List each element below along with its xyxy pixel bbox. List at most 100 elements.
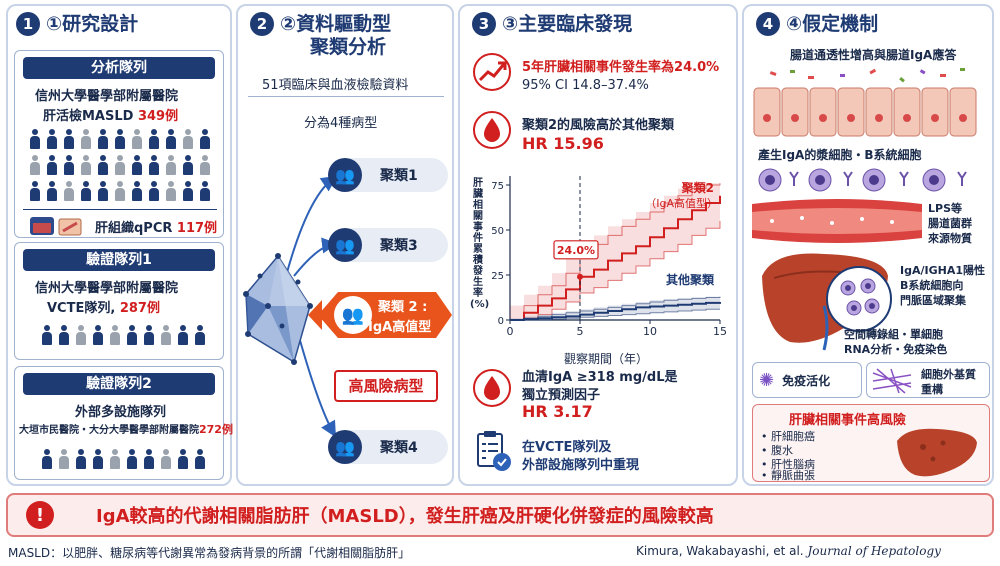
validation-cohort-1-box: 驗證隊列1 信州大學醫學部附屬醫院 VCTE隊列, 287例 <box>14 242 224 360</box>
person-icon <box>97 181 109 201</box>
validation-1-hospital: 信州大學醫學部附屬醫院 <box>35 281 179 296</box>
step-number: 3 <box>472 12 496 36</box>
person-icon <box>148 155 160 175</box>
person-icon <box>46 129 58 149</box>
person-icon <box>46 155 58 175</box>
person-icon <box>165 181 177 201</box>
analysis-count: 349例 <box>137 109 179 124</box>
high-risk-label: 高風險病型 <box>334 370 438 402</box>
person-icon <box>114 129 126 149</box>
lps-label-3: 來源物質 <box>928 232 972 245</box>
fiber-icon <box>872 368 912 394</box>
b-cell-label-3: 門脈區域聚集 <box>900 294 966 307</box>
y-tick-label: 0 <box>498 316 504 327</box>
step-number: 1 <box>16 12 40 36</box>
series-label: 其他聚類 <box>666 272 715 287</box>
validation-cohort-2-box: 驗證隊列2 外部多設施隊列 大垣市民醫院・大分大學醫學部附屬醫院272例 <box>14 366 233 480</box>
finding-4-text: 在VCTE隊列及 <box>522 440 612 455</box>
group-icon: 👥 <box>328 228 362 262</box>
person-icon <box>131 155 143 175</box>
person-icon <box>46 181 58 201</box>
risk-item: • 腹水 <box>761 444 793 457</box>
finding-2-hr: HR 15.96 <box>522 134 604 153</box>
people-row-val2 <box>41 449 206 469</box>
person-icon <box>182 181 194 201</box>
panel-title: ④假定機制 <box>786 13 879 35</box>
person-icon <box>131 181 143 201</box>
finding-2-text: 聚類2的風險高於其他聚類 <box>522 118 675 133</box>
person-icon <box>97 155 109 175</box>
checklist-icon <box>477 431 511 471</box>
crystal-icon <box>243 253 313 365</box>
cluster-3-pill: 👥聚類3 <box>328 228 448 262</box>
mechanism-step-2: 產生IgA的漿細胞・B系統細胞 <box>758 148 922 162</box>
y-tick-label: 75 <box>491 181 504 192</box>
panel-title: ②資料驅動型 <box>280 13 392 35</box>
ci-upper-0 <box>510 183 721 321</box>
x-tick-label: 0 <box>507 325 514 338</box>
person-icon <box>148 129 160 149</box>
series-label: 聚類2 <box>681 180 714 195</box>
methods-label: 空間轉錄組・單細胞 <box>844 328 943 341</box>
marker-label: 24.0% <box>557 244 595 257</box>
person-icon <box>126 449 138 469</box>
person-icon <box>92 449 104 469</box>
blood-drop-icon <box>473 111 511 149</box>
ci-lower-1 <box>510 308 720 321</box>
blood-vessel-graphic <box>752 199 922 243</box>
person-icon <box>80 155 92 175</box>
ecm-label-2: 重構 <box>921 383 943 396</box>
analysis-hospital: 信州大學醫學部附屬醫院 <box>35 89 179 104</box>
validation-1-desc: VCTE隊列, 287例 <box>47 301 160 316</box>
person-icon <box>199 129 211 149</box>
plasma-cells-graphic <box>758 168 967 192</box>
cluster-2-sublabel: IgA高值型 <box>368 320 432 335</box>
marker-label-box <box>553 240 599 260</box>
x-tick-label: 5 <box>577 325 584 338</box>
person-icon <box>143 449 155 469</box>
tissue-sample-icon <box>30 217 82 236</box>
lps-label-2: 腸道菌群 <box>928 217 972 230</box>
alert-icon: ! <box>26 501 54 529</box>
qpcr-desc: 肝組織qPCR 117例 <box>95 221 218 236</box>
person-icon <box>199 181 211 201</box>
chart-xlabel: 觀察期間（年） <box>564 352 649 366</box>
risk-item: • 肝細胞癌 <box>761 430 815 443</box>
person-icon <box>194 325 206 345</box>
validation-2-title: 驗證隊列2 <box>23 373 215 395</box>
panel-title: ③主要臨床發現 <box>502 13 633 35</box>
finding-4-text-2: 外部設施隊列中重現 <box>522 458 640 473</box>
person-icon <box>92 325 104 345</box>
group-icon: 👥 <box>334 296 372 334</box>
panel-title-line2: 聚類分析 <box>310 36 387 58</box>
person-icon <box>109 449 121 469</box>
divider <box>23 209 217 210</box>
series-line-1 <box>510 301 721 321</box>
person-icon <box>182 129 194 149</box>
people-row-val1 <box>41 325 206 345</box>
finding-3-hr: HR 3.17 <box>522 402 593 421</box>
immune-cell-icon: ✺ <box>759 369 775 391</box>
finding-1-rate: 5年肝臟相關事件發生率為24.0% <box>522 60 720 75</box>
person-icon <box>80 129 92 149</box>
person-icon <box>63 181 75 201</box>
person-icon <box>165 155 177 175</box>
person-icon <box>148 181 160 201</box>
intestinal-epithelium-graphic <box>753 68 977 137</box>
validation-1-count: 287例 <box>119 301 160 316</box>
cluster-2-label: 聚類 2 : <box>378 300 428 315</box>
series-line-0 <box>510 195 721 321</box>
trend-up-icon <box>473 53 511 91</box>
conclusion-text: IgA較高的代謝相關脂肪肝（MASLD），發生肝癌及肝硬化併發症的風險較高 <box>96 506 714 527</box>
validation-1-title: 驗證隊列1 <box>23 249 215 271</box>
x-tick-label: 10 <box>643 325 657 338</box>
person-icon <box>114 181 126 201</box>
person-icon <box>58 449 70 469</box>
chart-ylabel: 肝臟相關事件累積發生率 (%) <box>470 178 490 310</box>
cluster-1-pill: 👥聚類1 <box>328 158 448 192</box>
person-icon <box>160 449 172 469</box>
person-icon <box>75 449 87 469</box>
person-icon <box>29 129 41 149</box>
lps-label: LPS等 <box>928 202 962 215</box>
